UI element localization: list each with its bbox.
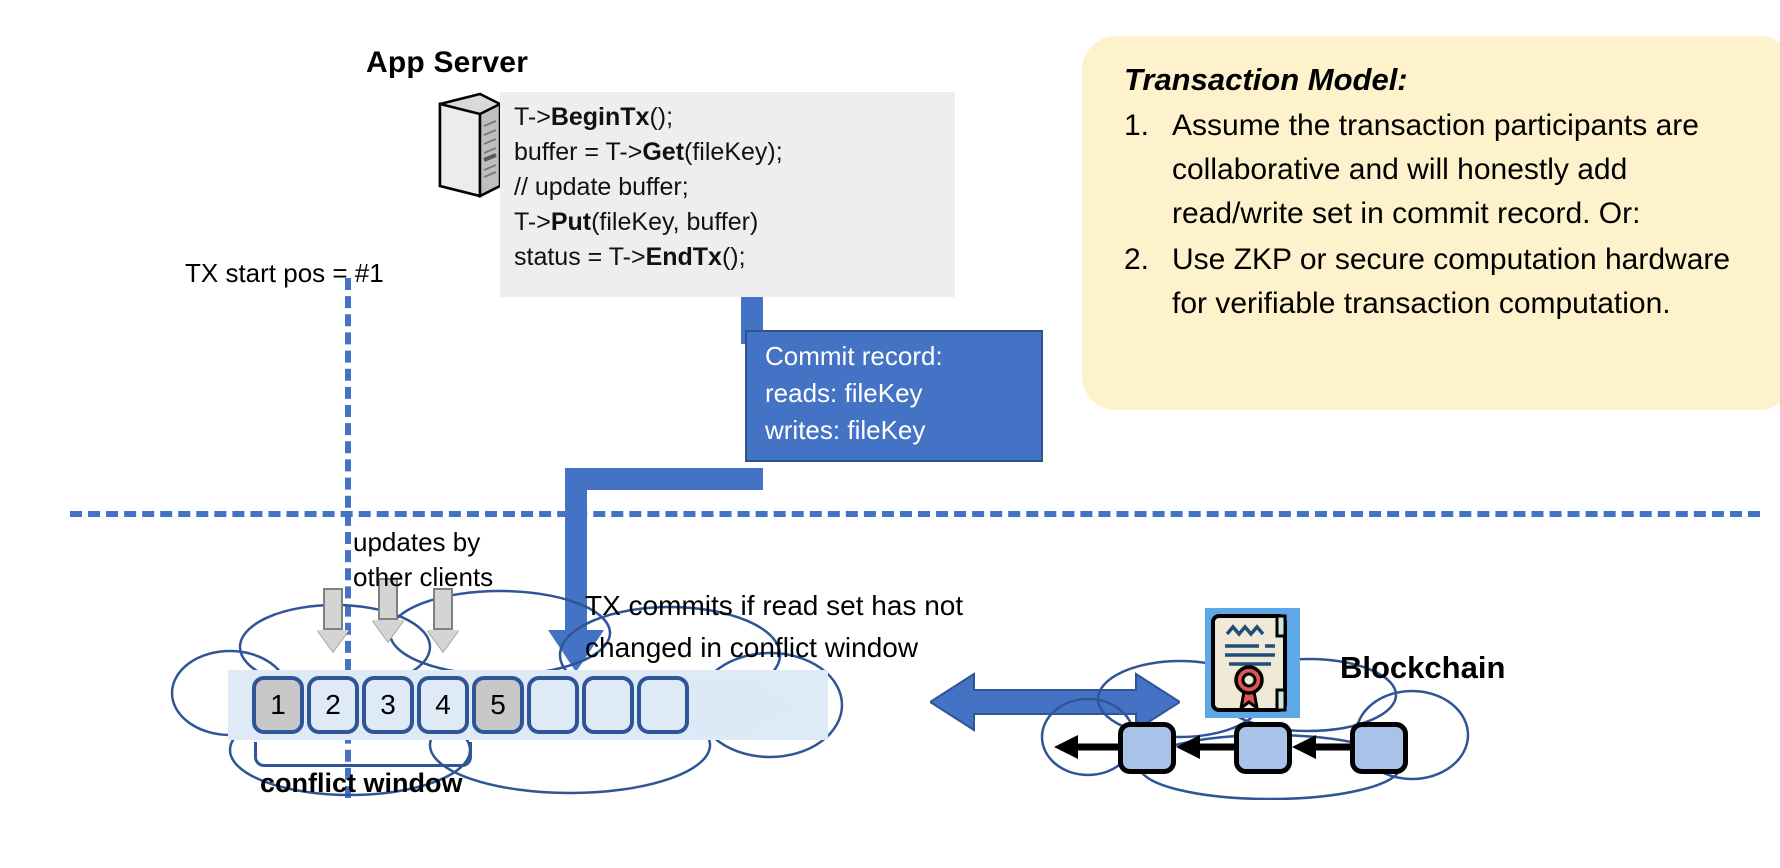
ledger-block[interactable]: 4 — [417, 676, 469, 734]
ledger-block[interactable]: 2 — [307, 676, 359, 734]
list-item: 1. Assume the transaction participants a… — [1124, 104, 1754, 236]
transaction-model-card: Transaction Model: 1. Assume the transac… — [1082, 36, 1780, 410]
certificate-seal-icon — [1205, 608, 1300, 718]
ledger-block[interactable] — [527, 676, 579, 734]
conflict-window-brace — [254, 742, 472, 767]
commit-record-line: writes: fileKey — [765, 415, 926, 445]
updates-label-line: other clients — [353, 562, 494, 592]
update-arrow-icon — [372, 578, 404, 642]
ledger-block[interactable]: 3 — [362, 676, 414, 734]
transaction-model-title: Transaction Model: — [1124, 62, 1408, 97]
commit-record-line: reads: fileKey — [765, 378, 923, 408]
commit-record-line: Commit record: — [765, 341, 943, 371]
commit-arrow-segment — [565, 468, 763, 490]
blockchain-block[interactable] — [1118, 722, 1176, 774]
code-block: T->BeginTx(); buffer = T->Get(fileKey); … — [500, 92, 955, 297]
update-arrow-icon — [317, 588, 349, 652]
tx-commits-note-line: TX commits if read set has not — [585, 590, 964, 621]
commit-record-box: Commit record: reads: fileKey writes: fi… — [745, 330, 1043, 462]
tx-start-pos-label: TX start pos = #1 — [185, 258, 384, 288]
transaction-model-list: 1. Assume the transaction participants a… — [1124, 104, 1754, 326]
updates-by-other-clients-label: updates by other clients — [353, 525, 493, 595]
app-server-title: App Server — [366, 46, 529, 79]
code-line: T->BeginTx(); — [514, 103, 674, 131]
code-line: buffer = T->Get(fileKey); — [514, 138, 783, 166]
server-tower-icon — [434, 90, 506, 200]
conflict-window-label: conflict window — [260, 768, 463, 798]
code-line: status = T->EndTx(); — [514, 243, 746, 271]
commit-arrow-head-icon — [548, 630, 604, 672]
blockchain-link-arrow-icon — [1292, 734, 1352, 765]
blockchain-block[interactable] — [1234, 722, 1292, 774]
code-line: T->Put(fileKey, buffer) — [514, 208, 759, 236]
list-item-number: 2. — [1124, 243, 1150, 276]
tx-start-dashed-line — [345, 278, 351, 798]
list-item-number: 1. — [1124, 109, 1150, 142]
blockchain-block[interactable] — [1350, 722, 1408, 774]
list-item: 2. Use ZKP or secure computation hardwar… — [1124, 238, 1754, 326]
tx-commits-note-line: changed in conflict window — [585, 632, 919, 663]
code-line: // update buffer; — [514, 173, 689, 201]
blockchain-label: Blockchain — [1340, 650, 1506, 685]
blockchain-link-arrow-icon — [1054, 734, 1118, 765]
tx-commits-note: TX commits if read set has not changed i… — [585, 585, 963, 669]
updates-label-line: updates by — [353, 527, 481, 557]
ledger-block[interactable] — [582, 676, 634, 734]
list-item-text: Use ZKP or secure computation hardware f… — [1172, 243, 1731, 320]
ledger-block[interactable]: 5 — [472, 676, 524, 734]
ledger-block[interactable]: 1 — [252, 676, 304, 734]
update-arrow-icon — [427, 588, 459, 652]
ledger-block[interactable] — [637, 676, 689, 734]
ledger-forward-chevron-icon — [690, 660, 800, 757]
blockchain-link-arrow-icon — [1176, 734, 1236, 765]
list-item-text: Assume the transaction participants are … — [1172, 109, 1699, 230]
layer-divider — [70, 511, 1760, 517]
